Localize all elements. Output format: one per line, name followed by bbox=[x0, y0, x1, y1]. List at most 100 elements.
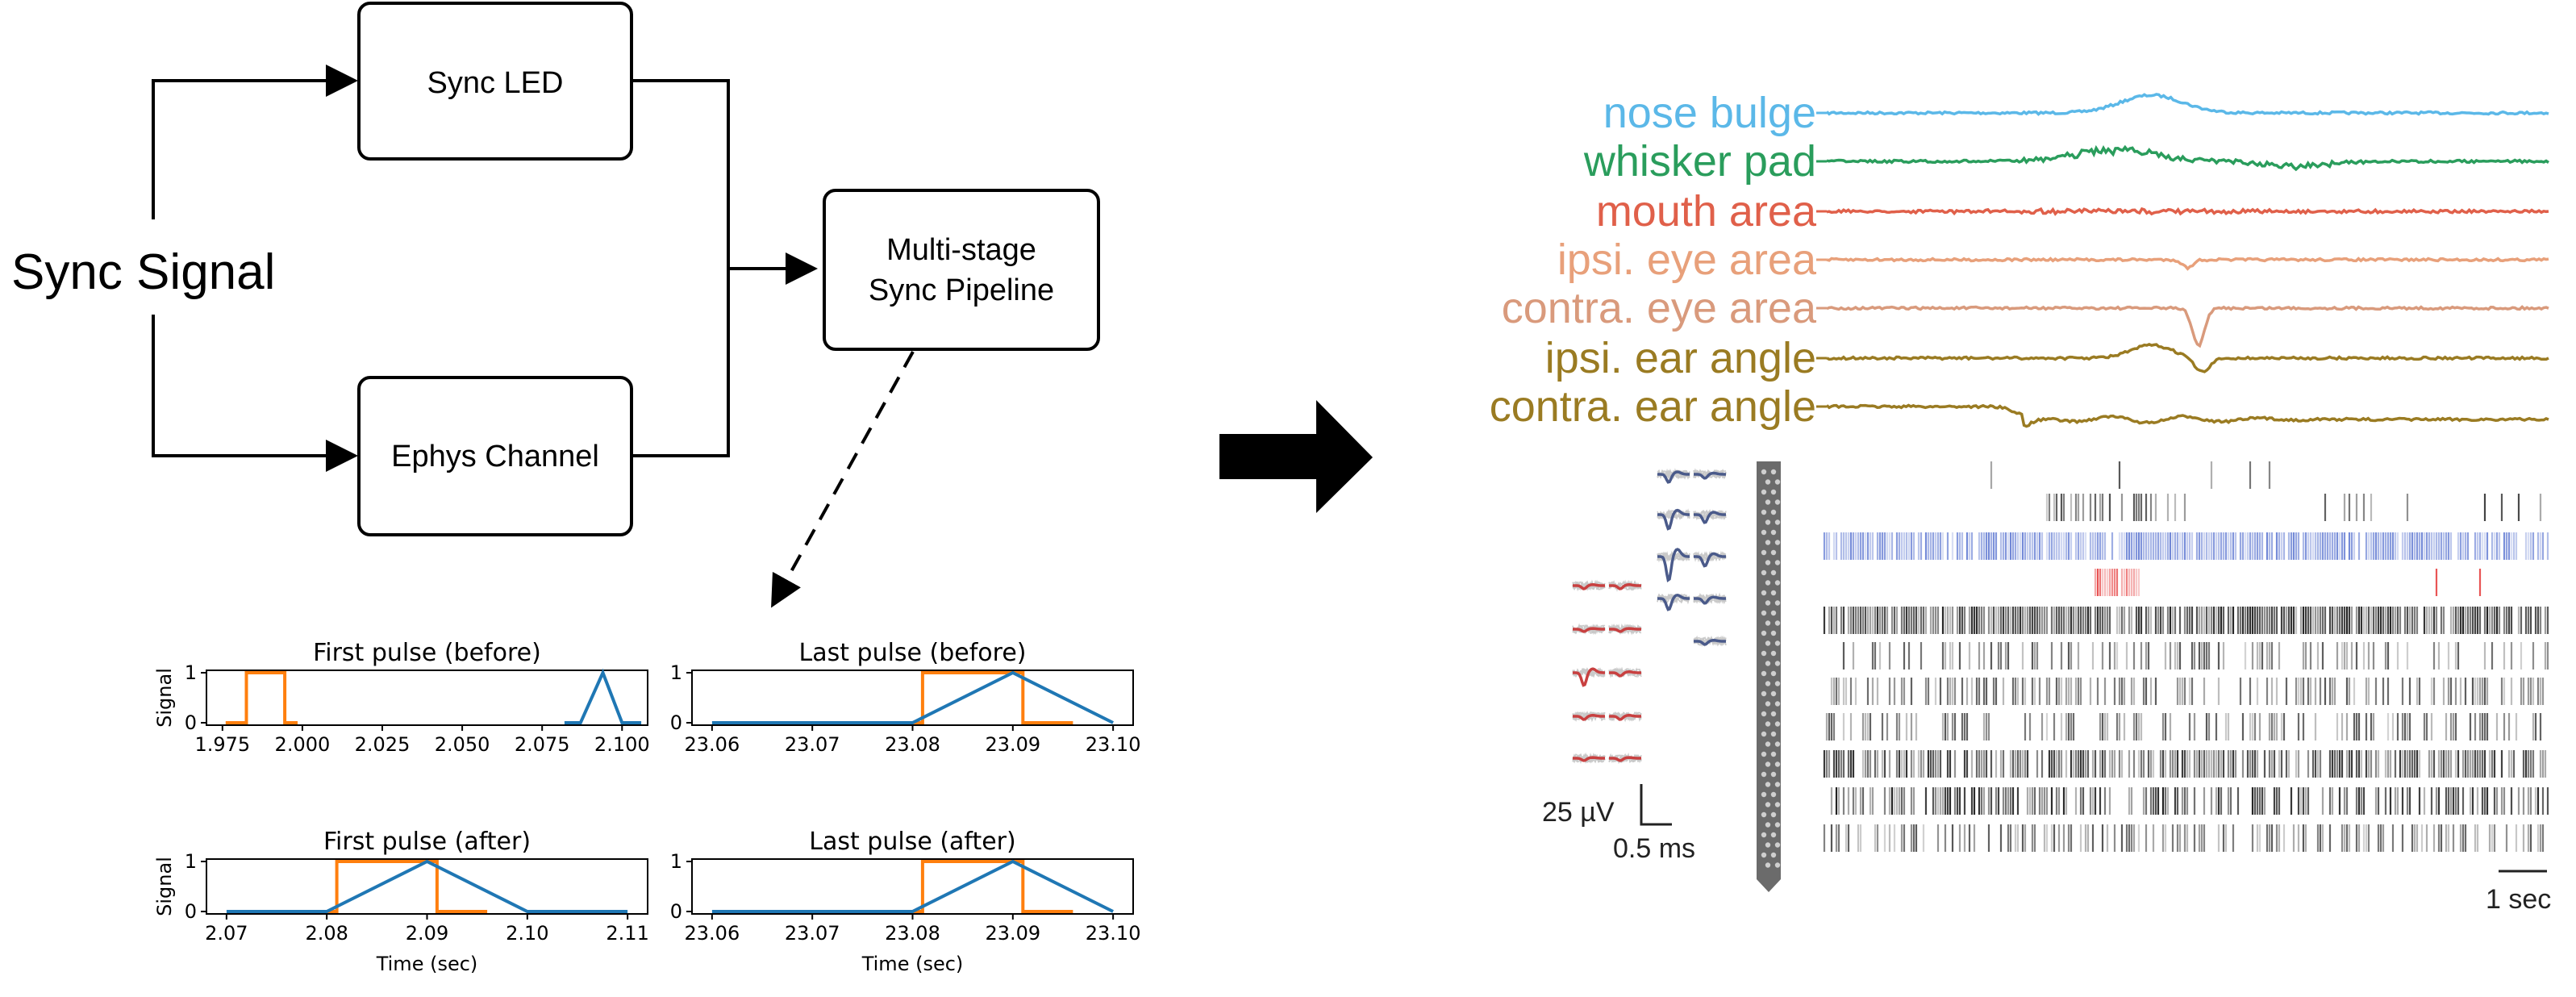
x-tick-label: 2.100 bbox=[594, 733, 650, 756]
probe-site bbox=[1774, 560, 1781, 565]
probe-site bbox=[1761, 751, 1767, 757]
trace-label: contra. ear angle bbox=[1490, 382, 1816, 431]
waveform bbox=[1572, 752, 1606, 765]
dashed-arrow-to-plots bbox=[771, 351, 915, 608]
probe-site bbox=[1770, 630, 1777, 636]
probe-site bbox=[1774, 600, 1781, 606]
trace-label: ipsi. eye area bbox=[1557, 236, 1817, 284]
plot-frame bbox=[691, 858, 1134, 915]
probe-site bbox=[1765, 761, 1771, 767]
waveform bbox=[1608, 579, 1642, 592]
trace-line bbox=[1826, 257, 2549, 271]
probe-site bbox=[1761, 610, 1767, 616]
trace-line bbox=[1825, 403, 2549, 428]
series-line-1 bbox=[872, 860, 1073, 913]
raster-row-2 bbox=[2045, 494, 2542, 521]
trace-label: mouth area bbox=[1596, 187, 1817, 236]
trace-line bbox=[1826, 206, 2549, 216]
probe-site bbox=[1765, 640, 1771, 646]
trace-6: ipsi. ear angle bbox=[1545, 334, 2549, 382]
waveform bbox=[1572, 711, 1606, 723]
y-tick-label: 1 bbox=[185, 850, 197, 873]
y-tick-label: 1 bbox=[185, 661, 197, 684]
x-tick-label: 23.09 bbox=[985, 922, 1040, 945]
sync-flow-diagram: Sync Signal Sync LED Ephys Channel Multi… bbox=[11, 2, 1100, 608]
probe-site bbox=[1774, 741, 1781, 747]
x-tick-label: 2.050 bbox=[435, 733, 490, 756]
waveform bbox=[1693, 635, 1727, 648]
x-tick-label: 2.025 bbox=[355, 733, 411, 756]
x-tick-label: 23.07 bbox=[785, 733, 840, 756]
probe-site bbox=[1761, 569, 1767, 576]
y-tick-label: 0 bbox=[185, 711, 197, 734]
probe-site bbox=[1770, 590, 1777, 596]
trace-label: whisker pad bbox=[1583, 137, 1816, 186]
raster-scale-bar: 1 sec bbox=[2486, 870, 2551, 915]
spike-waveforms bbox=[1572, 468, 1727, 765]
raster-row-3 bbox=[1823, 532, 2549, 560]
series-line-2 bbox=[564, 668, 642, 724]
probe-site bbox=[1761, 811, 1767, 818]
y-tick-label: 0 bbox=[185, 900, 197, 923]
probe-site bbox=[1765, 620, 1771, 626]
probe-site bbox=[1765, 842, 1771, 848]
x-tick-label: 23.07 bbox=[785, 922, 840, 945]
x-tick-label: 2.07 bbox=[205, 922, 248, 945]
probe-site bbox=[1770, 509, 1777, 515]
probe-site bbox=[1761, 650, 1767, 657]
probe-site bbox=[1770, 811, 1777, 818]
x-tick-label: 1.975 bbox=[194, 733, 250, 756]
x-tick-label: 23.08 bbox=[885, 922, 940, 945]
plot-frame bbox=[691, 670, 1134, 726]
probe-site bbox=[1761, 711, 1767, 717]
probe-site bbox=[1761, 590, 1767, 596]
probe-site bbox=[1770, 832, 1777, 838]
sync-led-box: Sync LED bbox=[357, 2, 633, 161]
x-tick-label: 2.10 bbox=[506, 922, 548, 945]
y-tick-label: 0 bbox=[670, 900, 682, 923]
series-line-2 bbox=[226, 859, 628, 913]
probe-site bbox=[1761, 529, 1767, 536]
probe-site bbox=[1765, 540, 1771, 545]
trace-label: ipsi. ear angle bbox=[1545, 334, 1816, 382]
probe-site bbox=[1765, 580, 1771, 586]
y-axis-label: Signal bbox=[153, 857, 176, 916]
probe-site bbox=[1770, 489, 1777, 495]
probe-site bbox=[1774, 580, 1781, 586]
pipeline-label-line1: Multi-stage bbox=[886, 233, 1036, 267]
x-tick-label: 23.06 bbox=[685, 922, 740, 945]
probe-site bbox=[1774, 479, 1781, 485]
trace-3: mouth area bbox=[1596, 187, 2549, 236]
probe-site bbox=[1761, 771, 1767, 778]
plot-frame bbox=[206, 858, 648, 915]
probe-site bbox=[1761, 489, 1767, 495]
y-tick-label: 1 bbox=[670, 850, 682, 873]
series-line-1 bbox=[277, 860, 488, 913]
trace-label: nose bulge bbox=[1603, 89, 1816, 137]
probe-site bbox=[1770, 569, 1777, 576]
big-arrow-right bbox=[1219, 400, 1373, 513]
probe-site bbox=[1774, 681, 1781, 686]
probe-site bbox=[1761, 791, 1767, 798]
x-axis-label: Time (sec) bbox=[376, 953, 478, 975]
probe-site bbox=[1770, 791, 1777, 798]
x-tick-label: 2.09 bbox=[406, 922, 448, 945]
probe-site bbox=[1774, 802, 1781, 807]
trace-4: ipsi. eye area bbox=[1557, 236, 2549, 284]
ephys-channel-label: Ephys Channel bbox=[391, 440, 599, 473]
trace-line bbox=[1825, 93, 2549, 116]
probe-site bbox=[1774, 620, 1781, 626]
waveform bbox=[1693, 508, 1727, 524]
probe-site bbox=[1761, 509, 1767, 515]
trace-label: contra. eye area bbox=[1502, 284, 1817, 332]
raster-row-1 bbox=[1990, 461, 2271, 489]
raster-row-5 bbox=[1823, 607, 2549, 634]
probe-site bbox=[1770, 650, 1777, 657]
probe-site bbox=[1774, 661, 1781, 666]
probe-site bbox=[1770, 852, 1777, 858]
probe-site bbox=[1765, 782, 1771, 787]
merge-connector bbox=[631, 79, 730, 457]
